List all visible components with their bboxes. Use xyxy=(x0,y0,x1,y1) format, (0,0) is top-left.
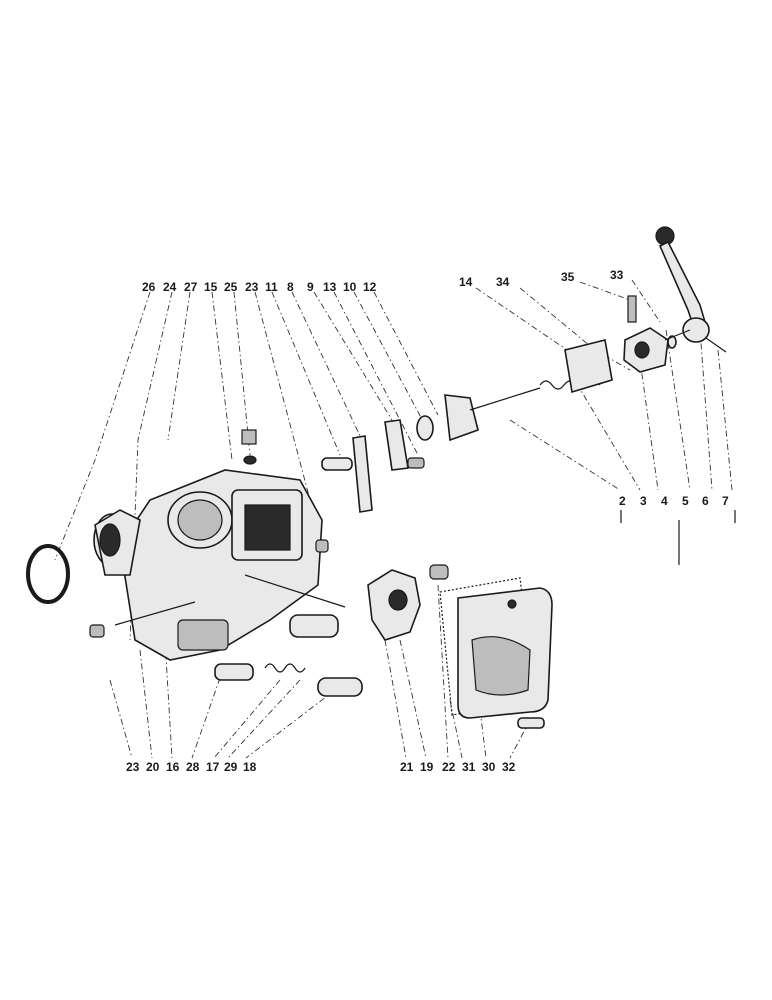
label-16: 16 xyxy=(166,760,180,774)
pin-23 xyxy=(315,539,329,553)
label-21: 21 xyxy=(400,760,414,774)
long-shaft xyxy=(114,601,196,626)
o-ring xyxy=(26,544,70,604)
label-12: 12 xyxy=(363,280,377,294)
label-9: 9 xyxy=(307,280,314,294)
label-23-bottom: 23 xyxy=(126,760,140,774)
label-19: 19 xyxy=(420,760,434,774)
label-3: 3 xyxy=(640,494,647,508)
plug xyxy=(89,624,105,638)
label-26: 26 xyxy=(142,280,156,294)
governor-housing xyxy=(93,429,323,661)
label-30: 30 xyxy=(482,760,496,774)
label-11: 11 xyxy=(265,280,278,294)
label-29: 29 xyxy=(224,760,238,774)
lever-assembly xyxy=(623,226,727,373)
label-34: 34 xyxy=(496,275,510,289)
label-10: 10 xyxy=(343,280,357,294)
label-35: 35 xyxy=(561,270,575,284)
label-6: 6 xyxy=(702,494,709,508)
shaft-assembly xyxy=(444,339,613,442)
label-31: 31 xyxy=(462,760,476,774)
label-14: 14 xyxy=(459,275,473,289)
label-20: 20 xyxy=(146,760,160,774)
cover-screw xyxy=(517,717,545,729)
label-7: 7 xyxy=(722,494,729,508)
label-8: 8 xyxy=(287,280,294,294)
label-25: 25 xyxy=(224,280,238,294)
spindle xyxy=(244,574,346,608)
label-5: 5 xyxy=(682,494,689,508)
label-22: 22 xyxy=(442,760,456,774)
label-17: 17 xyxy=(206,760,220,774)
label-23-top: 23 xyxy=(245,280,259,294)
plunger-parts xyxy=(214,614,363,697)
label-13: 13 xyxy=(323,280,337,294)
label-28: 28 xyxy=(186,760,200,774)
label-33: 33 xyxy=(610,268,624,282)
label-24: 24 xyxy=(163,280,177,294)
label-2: 2 xyxy=(619,494,626,508)
label-18: 18 xyxy=(243,760,257,774)
label-27: 27 xyxy=(184,280,198,294)
cover-assembly xyxy=(439,577,553,729)
label-15: 15 xyxy=(204,280,218,294)
label-32: 32 xyxy=(502,760,516,774)
cam-parts xyxy=(367,564,449,641)
label-4: 4 xyxy=(661,494,668,508)
linkage-parts xyxy=(321,415,434,513)
